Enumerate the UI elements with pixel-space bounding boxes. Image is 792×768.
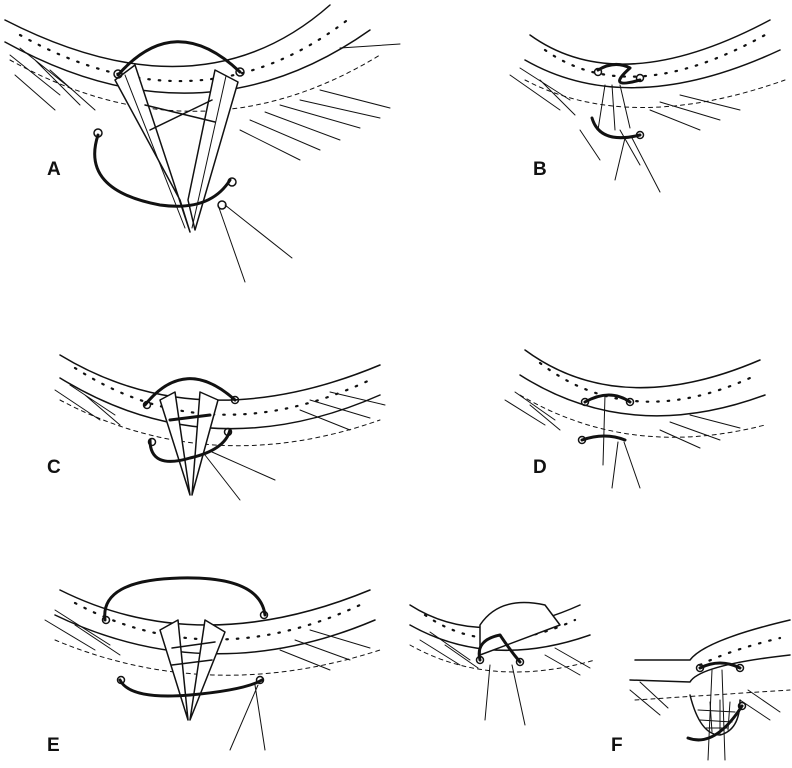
panel-b-thread-ends	[615, 138, 660, 192]
panel-c-tissue-hatching	[55, 385, 385, 430]
panel-e-flap-right	[190, 620, 225, 720]
panel-label-a: A	[47, 160, 61, 179]
panel-f-right-band-inner	[630, 655, 790, 682]
panel-label-e: E	[47, 736, 60, 755]
panel-b-band-outer	[530, 20, 770, 64]
panel-label-d: D	[533, 458, 547, 477]
panel-a-band-inner	[5, 30, 370, 93]
panel-f-left-folded-flap	[480, 603, 560, 656]
panel-c-band-inner	[60, 378, 380, 429]
panel-c-thread-ends	[205, 452, 275, 500]
panel-f-right-drawing	[630, 620, 790, 760]
panel-f-right-pocket	[690, 695, 740, 735]
panel-c-drawing	[55, 355, 385, 500]
panel-f-right-band-outer	[635, 620, 790, 660]
panel-label-c: C	[47, 458, 61, 477]
panel-c-flap-left	[160, 392, 190, 495]
panel-c-band-outer	[60, 355, 380, 400]
panel-e-top-suture	[105, 578, 265, 620]
panel-e-flap-left	[160, 620, 188, 720]
panel-b-band-dots	[545, 35, 765, 77]
panel-d-wound-line	[603, 395, 605, 465]
panel-d-thread-ends	[612, 442, 640, 488]
panel-c-bottom-suture	[150, 430, 230, 461]
panel-f-right-band-dots	[700, 638, 780, 665]
panel-label-b: B	[533, 160, 547, 179]
panel-a-cross-suture-2	[150, 100, 212, 130]
panel-f-right-tissue-hatching	[630, 682, 780, 720]
panel-e-drawing	[45, 578, 380, 750]
panel-e-bottom-suture	[120, 680, 262, 696]
panel-a-cross-suture-1	[145, 105, 215, 122]
panel-b-drawing	[510, 20, 785, 192]
panel-f-left-thread-ends	[485, 665, 525, 725]
panel-a-drawing	[5, 5, 400, 282]
panel-d-band-inner	[520, 375, 765, 416]
panel-e-thread-ends	[230, 685, 265, 750]
panel-d-band-dots	[540, 363, 750, 402]
panel-a-band-outer	[5, 5, 330, 67]
panel-c-top-suture	[145, 379, 235, 405]
panel-d-top-suture	[585, 395, 630, 402]
panel-f-right-pocket-texture	[698, 700, 735, 734]
panel-a-flap-right	[188, 70, 238, 230]
panel-c-flap-right	[192, 392, 218, 495]
panel-b-band-inner	[525, 50, 780, 88]
panel-label-f: F	[611, 736, 623, 755]
panel-f-left-drawing	[410, 603, 595, 726]
panel-b-wound-lines	[598, 85, 630, 130]
panel-d-band-outer	[525, 350, 760, 388]
panel-a-thread-ends	[218, 205, 292, 282]
